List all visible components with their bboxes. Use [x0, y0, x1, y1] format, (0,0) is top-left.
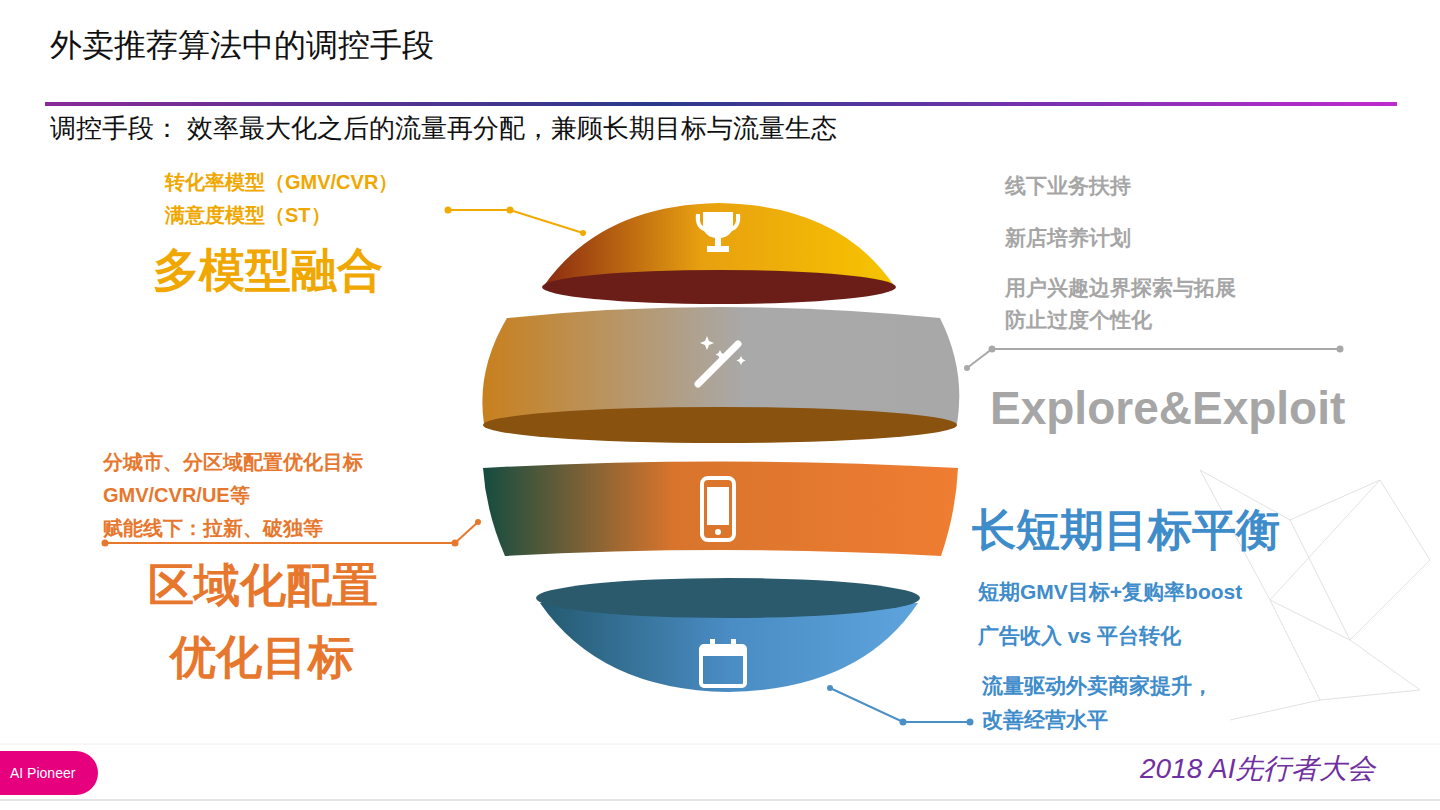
- pioneer-tag: AI Pioneer: [0, 751, 98, 795]
- tag-text: AI Pioneer: [0, 751, 98, 795]
- small-label: 短期GMV目标+复购率boost: [978, 579, 1242, 604]
- small-label: 用户兴趣边界探索与拓展: [1005, 275, 1236, 300]
- big-label: 优化目标: [170, 630, 354, 685]
- big-label: 区域化配置: [148, 558, 378, 613]
- small-label: 分城市、分区域配置优化目标: [103, 450, 363, 474]
- wand-icon: [698, 336, 746, 384]
- small-label: 赋能线下：拉新、破独等: [103, 516, 323, 540]
- phone-icon: [702, 478, 734, 540]
- calendar-icon: [701, 639, 745, 686]
- small-label: 防止过度个性化: [1005, 307, 1152, 332]
- leader-dots: [102, 207, 1344, 726]
- small-label: 线下业务扶持: [1005, 173, 1131, 198]
- small-label: 满意度模型（ST）: [165, 203, 331, 227]
- big-label: 多模型融合: [153, 243, 383, 298]
- footer-label: 2018 AI先行者大会: [1140, 752, 1375, 786]
- small-label: 新店培养计划: [1005, 225, 1131, 250]
- subtitle: 调控手段： 效率最大化之后的流量再分配，兼顾长期目标与流量生态: [50, 113, 837, 144]
- small-label: GMV/CVR/UE等: [103, 483, 250, 507]
- slide-title: 外卖推荐算法中的调控手段: [50, 26, 434, 64]
- small-label: 流量驱动外卖商家提升， 改善经营水平: [982, 669, 1232, 737]
- small-label: 广告收入 vs 平台转化: [978, 623, 1181, 648]
- big-label: Explore&Exploit: [990, 381, 1345, 436]
- small-label: 转化率模型（GMV/CVR）: [165, 170, 398, 194]
- trophy-icon: [696, 212, 741, 252]
- big-label: 长短期目标平衡: [972, 504, 1280, 557]
